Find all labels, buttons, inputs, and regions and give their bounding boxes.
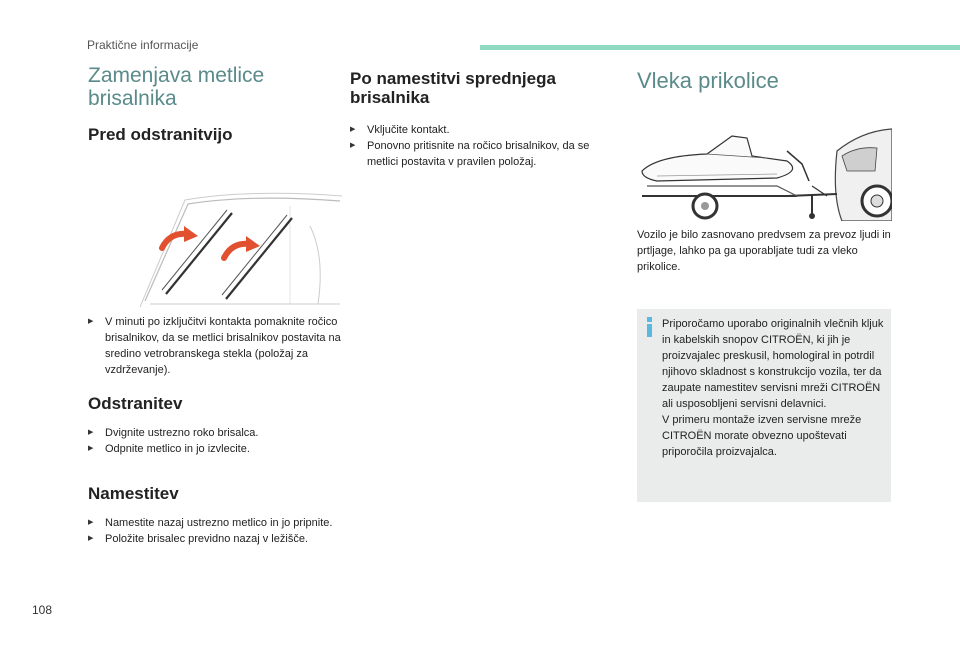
removal-list: Dvignite ustrezno roko brisalca. Odpnite… — [88, 425, 343, 457]
wiper-replacement-title: Zamenjava metlice brisalnika — [88, 64, 265, 110]
after-installation-column: Po namestitvi sprednjega brisalnika Vklj… — [350, 64, 615, 170]
list-item: Dvignite ustrezno roko brisalca. — [88, 425, 343, 441]
header-accent-bar — [480, 45, 960, 50]
towing-title: Vleka prikolice — [637, 68, 779, 93]
installation-section: Namestitev Namestite nazaj ustrezno metl… — [88, 484, 343, 547]
wiper-illustration — [140, 186, 342, 308]
towing-paragraph: Vozilo je bilo zasnovano predvsem za pre… — [637, 229, 891, 273]
trailer-illustration — [637, 126, 892, 221]
before-removal-list: V minuti po izključitvi kontakta pomakni… — [88, 314, 343, 378]
installation-heading: Namestitev — [88, 484, 179, 503]
removal-section: Odstranitev Dvignite ustrezno roko brisa… — [88, 394, 343, 457]
installation-list: Namestite nazaj ustrezno metlico in jo p… — [88, 515, 343, 547]
after-installation-list: Vključite kontakt. Ponovno pritisnite na… — [350, 122, 615, 170]
before-removal-heading: Pred odstranitvijo — [88, 125, 233, 144]
wiper-replacement-column: Zamenjava metlice brisalnika Pred odstra… — [88, 64, 343, 144]
info-box: Priporočamo uporabo originalnih vlečnih … — [637, 309, 891, 502]
list-item: Odpnite metlico in jo izvlecite. — [88, 441, 343, 457]
info-icon — [647, 317, 652, 337]
before-removal-content: V minuti po izključitvi kontakta pomakni… — [88, 314, 343, 378]
removal-heading: Odstranitev — [88, 394, 183, 413]
info-paragraph: Priporočamo uporabo originalnih vlečnih … — [662, 318, 884, 410]
page-number: 108 — [32, 603, 53, 617]
section-label: Praktične informacije — [87, 38, 199, 52]
towing-column: Vleka prikolice — [637, 64, 893, 92]
list-item: V minuti po izključitvi kontakta pomakni… — [88, 314, 343, 378]
list-item: Ponovno pritisnite na ročico brisalnikov… — [350, 138, 615, 170]
list-item: Vključite kontakt. — [350, 122, 615, 138]
info-text: Priporočamo uporabo originalnih vlečnih … — [662, 316, 884, 460]
list-item: Položite brisalec previdno nazaj v ležiš… — [88, 531, 343, 547]
towing-intro: Vozilo je bilo zasnovano predvsem za pre… — [637, 227, 893, 275]
list-item: Namestite nazaj ustrezno metlico in jo p… — [88, 515, 343, 531]
after-installation-heading: Po namestitvi sprednjega brisalnika — [350, 69, 556, 107]
info-paragraph: V primeru montaže izven servisne mreže C… — [662, 414, 862, 458]
